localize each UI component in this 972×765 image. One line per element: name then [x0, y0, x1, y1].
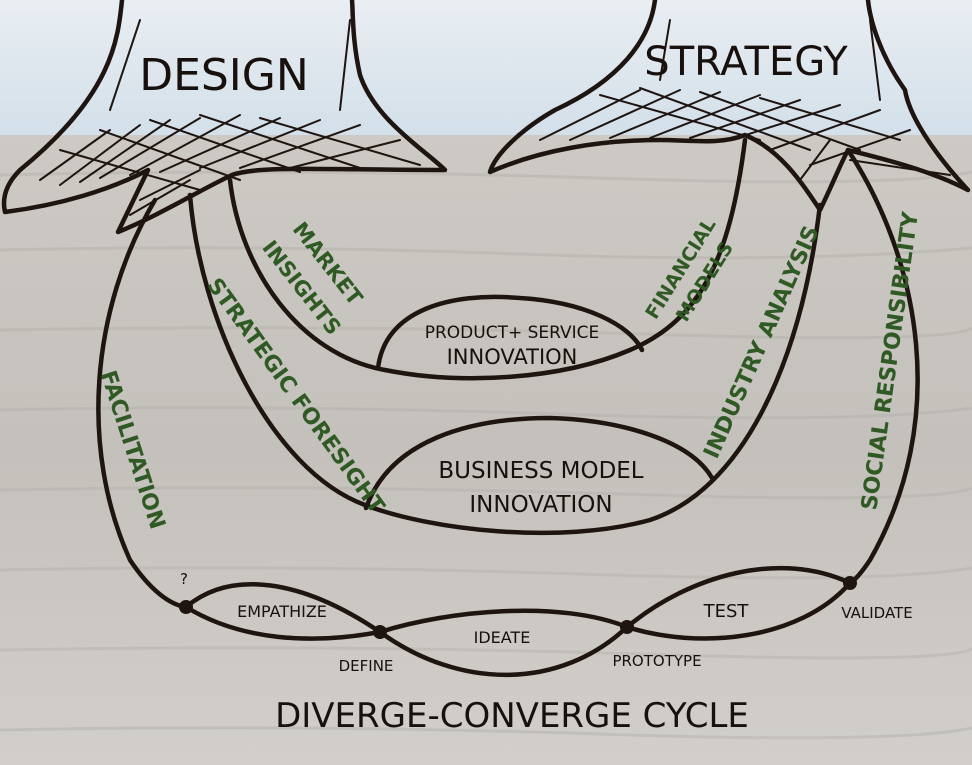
test-label: TEST — [703, 601, 750, 622]
product-service-label-line2: INNOVATION — [447, 345, 578, 369]
question-mark-label: ? — [180, 570, 188, 588]
inner-arc — [227, 137, 748, 381]
strategy-hub: STRATEGY — [487, 0, 971, 213]
product-service-label-line1: PRODUCT+ SERVICE — [425, 323, 600, 343]
cycle-lower-strand — [183, 580, 853, 641]
ground-brush-texture — [0, 170, 972, 740]
outer-arc-left — [96, 197, 189, 610]
design-hub: DESIGN — [1, 0, 448, 235]
cycle-node-validate — [843, 576, 857, 590]
cycle-node-define — [373, 625, 387, 639]
empathize-label: EMPATHIZE — [237, 602, 327, 621]
validate-label: VALIDATE — [841, 604, 912, 622]
define-label: DEFINE — [339, 657, 394, 675]
middle-arc — [187, 192, 823, 536]
ideate-label: IDEATE — [474, 628, 531, 647]
cycle-node-start — [179, 600, 193, 614]
strategy-label: STRATEGY — [644, 39, 848, 85]
strategy-hub-outline — [487, 0, 971, 213]
design-label: DESIGN — [139, 50, 309, 101]
business-model-dome — [363, 415, 715, 511]
product-service-dome — [375, 294, 645, 371]
design-hub-hatching — [39, 19, 421, 216]
cycle-node-prototype — [620, 620, 634, 634]
ground — [0, 135, 972, 765]
cycle-title: DIVERGE-CONVERGE CYCLE — [275, 696, 749, 736]
prototype-label: PROTOTYPE — [612, 652, 701, 670]
business-model-label-line2: INNOVATION — [469, 492, 612, 518]
strategy-hub-hatching — [539, 19, 951, 181]
cycle-upper-strand — [183, 565, 853, 678]
outer-arc-right — [845, 147, 920, 586]
design-hub-outline — [1, 0, 448, 235]
business-model-label-line1: BUSINESS MODEL — [438, 458, 643, 484]
sky — [0, 0, 972, 160]
